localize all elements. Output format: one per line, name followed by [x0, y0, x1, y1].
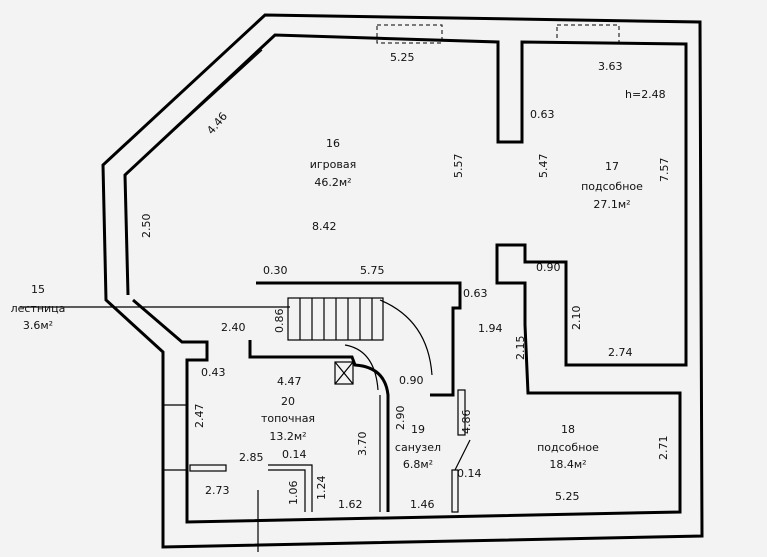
ceiling-height: h=2.48	[625, 88, 666, 101]
svg-text:игровая: игровая	[310, 158, 356, 171]
svg-text:подсобное: подсобное	[537, 441, 599, 454]
dimensions: 5.25 3.63 0.63 4.46 5.57 5.47 7.57 2.50 …	[140, 51, 671, 511]
stair-wall	[256, 281, 462, 397]
svg-text:0.86: 0.86	[273, 309, 286, 334]
svg-text:0.14: 0.14	[282, 448, 307, 461]
svg-text:17: 17	[605, 160, 619, 173]
svg-text:8.42: 8.42	[312, 220, 337, 233]
svg-text:5.47: 5.47	[537, 154, 550, 179]
room-20: 20 топочная 13.2м²	[261, 395, 315, 443]
svg-text:2.71: 2.71	[657, 436, 670, 461]
svg-text:2.10: 2.10	[570, 306, 583, 331]
svg-text:0.30: 0.30	[263, 264, 288, 277]
svg-text:3.6м²: 3.6м²	[23, 319, 53, 332]
svg-text:3.70: 3.70	[356, 432, 369, 457]
svg-text:19: 19	[411, 423, 425, 436]
svg-text:0.63: 0.63	[530, 108, 555, 121]
room-16: 16 игровая 46.2м²	[310, 137, 356, 189]
svg-text:подсобное: подсобное	[581, 180, 643, 193]
svg-text:5.25: 5.25	[555, 490, 580, 503]
room-19: 19 санузел 6.8м²	[395, 423, 441, 471]
svg-text:2.15: 2.15	[514, 336, 527, 361]
svg-text:1.24: 1.24	[315, 476, 328, 501]
svg-text:1.62: 1.62	[338, 498, 363, 511]
svg-text:лестница: лестница	[11, 302, 66, 315]
svg-text:2.85: 2.85	[239, 451, 264, 464]
svg-text:20: 20	[281, 395, 295, 408]
inner-wall-room18	[132, 298, 682, 524]
svg-text:18: 18	[561, 423, 575, 436]
room-18: 18 подсобное 18.4м²	[537, 423, 599, 471]
svg-text:18.4м²: 18.4м²	[549, 458, 586, 471]
svg-text:2.50: 2.50	[140, 214, 153, 239]
svg-text:16: 16	[326, 137, 340, 150]
svg-text:3.63: 3.63	[598, 60, 623, 73]
svg-text:2.74: 2.74	[608, 346, 633, 359]
svg-text:15: 15	[31, 283, 45, 296]
svg-text:4.47: 4.47	[277, 375, 302, 388]
svg-text:2.40: 2.40	[221, 321, 246, 334]
outer-wall	[101, 13, 704, 549]
svg-text:санузел: санузел	[395, 441, 441, 454]
thin-partitions	[20, 49, 471, 552]
svg-text:2.47: 2.47	[193, 404, 206, 429]
svg-text:7.57: 7.57	[658, 158, 671, 183]
svg-text:0.90: 0.90	[399, 374, 424, 387]
stair-arc	[344, 299, 433, 391]
svg-text:топочная: топочная	[261, 412, 315, 425]
windows	[376, 24, 620, 44]
svg-text:5.25: 5.25	[390, 51, 415, 64]
svg-text:5.75: 5.75	[360, 264, 385, 277]
svg-text:4.86: 4.86	[460, 410, 473, 435]
svg-text:0.90: 0.90	[536, 261, 561, 274]
vent-shaft	[334, 361, 354, 385]
svg-text:2.90: 2.90	[394, 406, 407, 431]
svg-text:0.63: 0.63	[463, 287, 488, 300]
svg-text:0.43: 0.43	[201, 366, 226, 379]
room-15: 15 лестница 3.6м²	[11, 283, 66, 332]
svg-text:1.94: 1.94	[478, 322, 503, 335]
svg-text:1.06: 1.06	[287, 481, 300, 506]
svg-text:0.14: 0.14	[457, 467, 482, 480]
svg-text:1.46: 1.46	[410, 498, 435, 511]
svg-text:2.73: 2.73	[205, 484, 230, 497]
svg-text:13.2м²: 13.2м²	[269, 430, 306, 443]
svg-text:5.57: 5.57	[452, 154, 465, 179]
svg-text:46.2м²: 46.2м²	[314, 176, 351, 189]
inner-wall-room16	[123, 33, 688, 395]
room-17: 17 подсобное 27.1м²	[581, 160, 643, 211]
svg-text:27.1м²: 27.1м²	[593, 198, 630, 211]
stair-steps	[287, 297, 384, 341]
svg-text:4.46: 4.46	[204, 110, 230, 137]
svg-text:6.8м²: 6.8м²	[403, 458, 433, 471]
